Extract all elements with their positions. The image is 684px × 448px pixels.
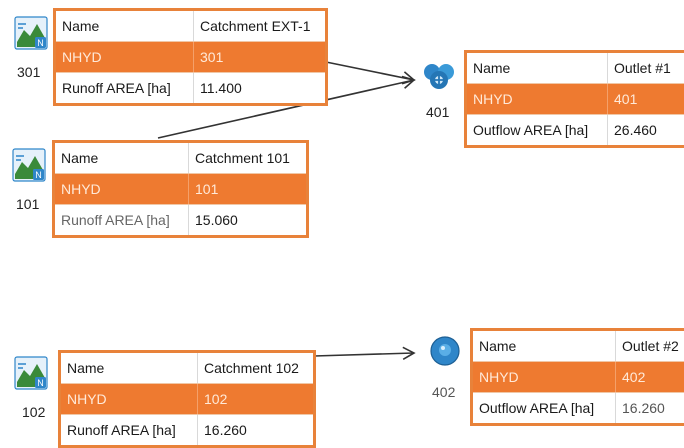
name-label: Name <box>473 331 616 361</box>
area-label: Outflow AREA [ha] <box>467 115 608 145</box>
nhyd-label: NHYD <box>55 174 189 204</box>
outlet-icon[interactable] <box>428 334 462 368</box>
nhyd-value: 301 <box>200 49 224 65</box>
junction-outlet-icon[interactable] <box>422 58 456 92</box>
nhyd-row: NHYD 402 <box>473 361 684 392</box>
nhyd-row: NHYD 102 <box>61 383 313 414</box>
name-row: Name Catchment 101 <box>55 143 306 173</box>
nhyd-value: 102 <box>204 391 228 407</box>
catchment-icon[interactable]: N <box>12 148 46 182</box>
nhyd-label: NHYD <box>473 362 616 392</box>
area-value: 16.260 <box>204 422 247 438</box>
name-row: Name Outlet #1 <box>467 53 684 83</box>
name-label: Name <box>467 53 608 83</box>
outlet-402-table[interactable]: Name Outlet #2 NHYD 402 Outflow AREA [ha… <box>470 328 684 426</box>
link-102-402[interactable] <box>313 346 416 361</box>
node-id-label: 301 <box>17 64 41 80</box>
area-value: 16.260 <box>622 400 665 416</box>
area-row: Runoff AREA [ha] 16.260 <box>61 414 313 445</box>
catchment-icon[interactable]: N <box>14 16 48 50</box>
name-value: Catchment EXT-1 <box>200 18 311 34</box>
area-row: Runoff AREA [ha] 11.400 <box>56 72 325 103</box>
area-value: 11.400 <box>200 80 242 96</box>
catchment-102-table[interactable]: Name Catchment 102 NHYD 102 Runoff AREA … <box>58 350 316 448</box>
area-row: Runoff AREA [ha] 15.060 <box>55 204 306 235</box>
nhyd-row: NHYD 401 <box>467 83 684 114</box>
nhyd-value: 101 <box>195 181 219 197</box>
name-label: Name <box>61 353 198 383</box>
name-row: Name Catchment EXT-1 <box>56 11 325 41</box>
area-label: Runoff AREA [ha] <box>56 73 194 103</box>
name-value: Catchment 101 <box>195 150 290 166</box>
svg-text:N: N <box>35 170 42 180</box>
name-label: Name <box>55 143 189 173</box>
area-label: Runoff AREA [ha] <box>55 205 189 235</box>
name-label: Name <box>56 11 194 41</box>
area-label: Outflow AREA [ha] <box>473 393 616 423</box>
area-label: Runoff AREA [ha] <box>61 415 198 445</box>
area-value: 15.060 <box>195 212 238 228</box>
area-value: 26.460 <box>614 122 657 138</box>
area-row: Outflow AREA [ha] 26.460 <box>467 114 684 145</box>
area-row: Outflow AREA [ha] 16.260 <box>473 392 684 423</box>
svg-text:N: N <box>37 378 44 388</box>
name-value: Catchment 102 <box>204 360 299 376</box>
node-id-label: 102 <box>22 404 46 420</box>
svg-text:N: N <box>37 38 44 48</box>
nhyd-value: 401 <box>614 91 638 107</box>
name-value: Outlet #2 <box>622 338 679 354</box>
catchment-101-table[interactable]: Name Catchment 101 NHYD 101 Runoff AREA … <box>52 140 309 238</box>
nhyd-label: NHYD <box>467 84 608 114</box>
catchment-301-table[interactable]: Name Catchment EXT-1 NHYD 301 Runoff ARE… <box>53 8 328 106</box>
node-id-label: 101 <box>16 196 40 212</box>
catchment-icon[interactable]: N <box>14 356 48 390</box>
outlet-401-table[interactable]: Name Outlet #1 NHYD 401 Outflow AREA [ha… <box>464 50 684 148</box>
node-id-label: 402 <box>432 384 456 400</box>
name-value: Outlet #1 <box>614 60 671 76</box>
name-row: Name Outlet #2 <box>473 331 684 361</box>
nhyd-label: NHYD <box>56 42 194 72</box>
node-id-label: 401 <box>426 104 450 120</box>
name-row: Name Catchment 102 <box>61 353 313 383</box>
nhyd-row: NHYD 101 <box>55 173 306 204</box>
nhyd-row: NHYD 301 <box>56 41 325 72</box>
nhyd-label: NHYD <box>61 384 198 414</box>
link-301-401[interactable] <box>325 61 416 85</box>
nhyd-value: 402 <box>622 369 646 385</box>
